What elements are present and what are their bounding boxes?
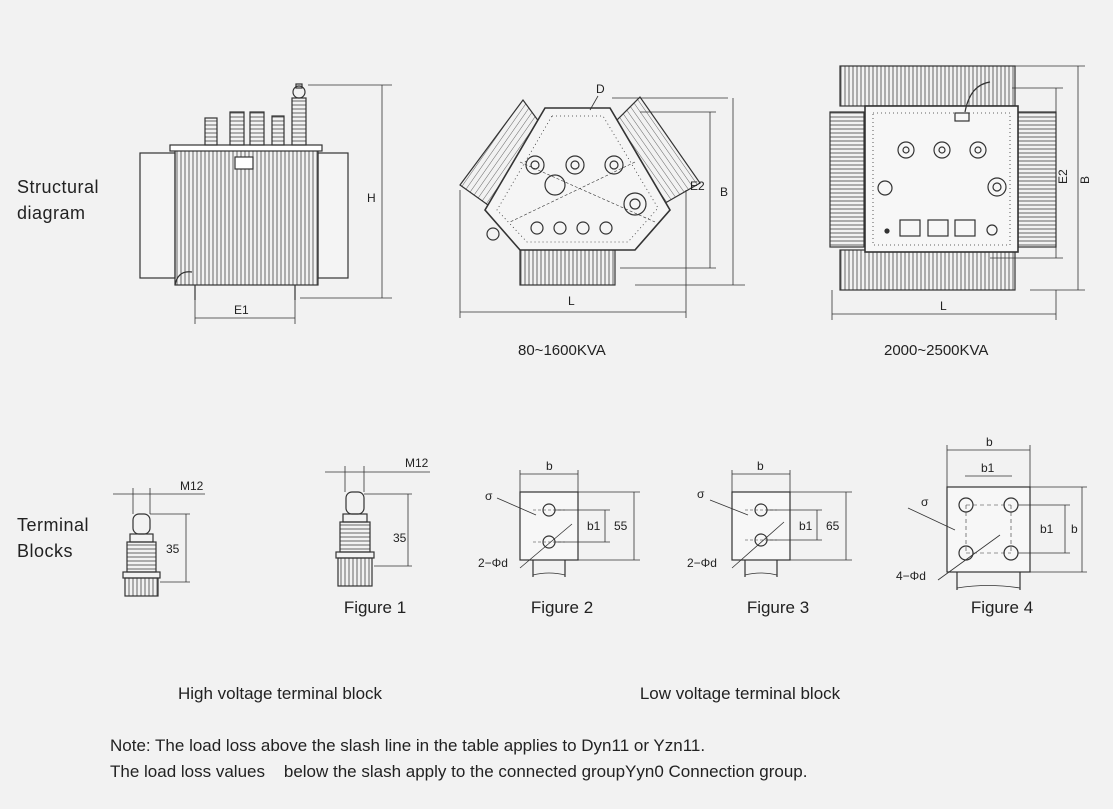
dim-sigma-fig3: σ (697, 487, 705, 501)
structural-label-line2: diagram (17, 203, 86, 223)
structural-diagram-label: Structural diagram (17, 174, 99, 226)
dim-L-small: L (568, 294, 575, 308)
dim-35-fig1: 35 (393, 531, 407, 545)
dim-35-hv: 35 (166, 542, 180, 556)
dim-b1-fig2: b1 (587, 519, 601, 533)
dim-b-fig2: b (546, 459, 553, 473)
note-line1: Note: The load loss above the slash line… (110, 736, 706, 755)
dim-65-fig3: 65 (826, 519, 840, 533)
terminal-label-line2: Blocks (17, 541, 74, 561)
high-voltage-caption: High voltage terminal block (177, 684, 383, 703)
figure4-caption: Figure 4 (970, 598, 1034, 617)
dim-E2-small: E2 (690, 179, 705, 193)
dim-L-large: L (940, 299, 947, 313)
dim-b-top-fig4: b (986, 435, 993, 449)
dim-E2-large: E2 (1056, 169, 1070, 184)
figure4-drawing (907, 445, 1087, 590)
figure1-drawing (325, 466, 430, 587)
low-voltage-caption: Low voltage terminal block (639, 684, 841, 703)
transformer-side-view (139, 83, 392, 324)
figure1-caption: Figure 1 (343, 598, 407, 617)
dim-B-large: B (1078, 176, 1092, 184)
dim-b-side-fig4: b (1071, 522, 1078, 536)
dim-sigma-fig2: σ (485, 489, 493, 503)
dim-b1-side-fig4: b1 (1040, 522, 1054, 536)
structural-label-line1: Structural (17, 177, 100, 197)
dim-55-fig2: 55 (614, 519, 628, 533)
dim-hole-fig3: 2−Φd (687, 556, 717, 570)
top-view-small-kva (459, 95, 745, 318)
caption-2000-2500kva: 2000~2500KVA (884, 342, 989, 359)
dim-hole-fig2: 2−Φd (478, 556, 508, 570)
dim-hole-fig4: 4−Φd (896, 569, 926, 583)
terminal-label-line1: Terminal (17, 515, 90, 535)
top-view-large-kva (829, 65, 1085, 320)
dim-M12-hv: M12 (180, 479, 204, 493)
hv-terminal-block (113, 488, 205, 597)
dim-E1: E1 (234, 303, 249, 317)
figure2-drawing (496, 470, 640, 577)
caption-80-1600kva: 80~1600KVA (518, 342, 606, 359)
terminal-blocks-label: Terminal Blocks (17, 512, 89, 564)
note-line2: The load loss values below the slash app… (110, 762, 808, 781)
dim-b-fig3: b (757, 459, 764, 473)
dim-b1-top-fig4: b1 (981, 461, 995, 475)
figure3-drawing (709, 470, 852, 577)
figure3-caption: Figure 3 (746, 598, 810, 617)
dim-sigma-fig4: σ (921, 495, 929, 509)
dim-b1-fig3: b1 (799, 519, 813, 533)
figure2-caption: Figure 2 (530, 598, 594, 617)
dim-D: D (596, 82, 605, 96)
dim-H: H (367, 191, 376, 205)
dim-B-small: B (720, 185, 728, 199)
dim-M12-fig1: M12 (405, 456, 429, 470)
